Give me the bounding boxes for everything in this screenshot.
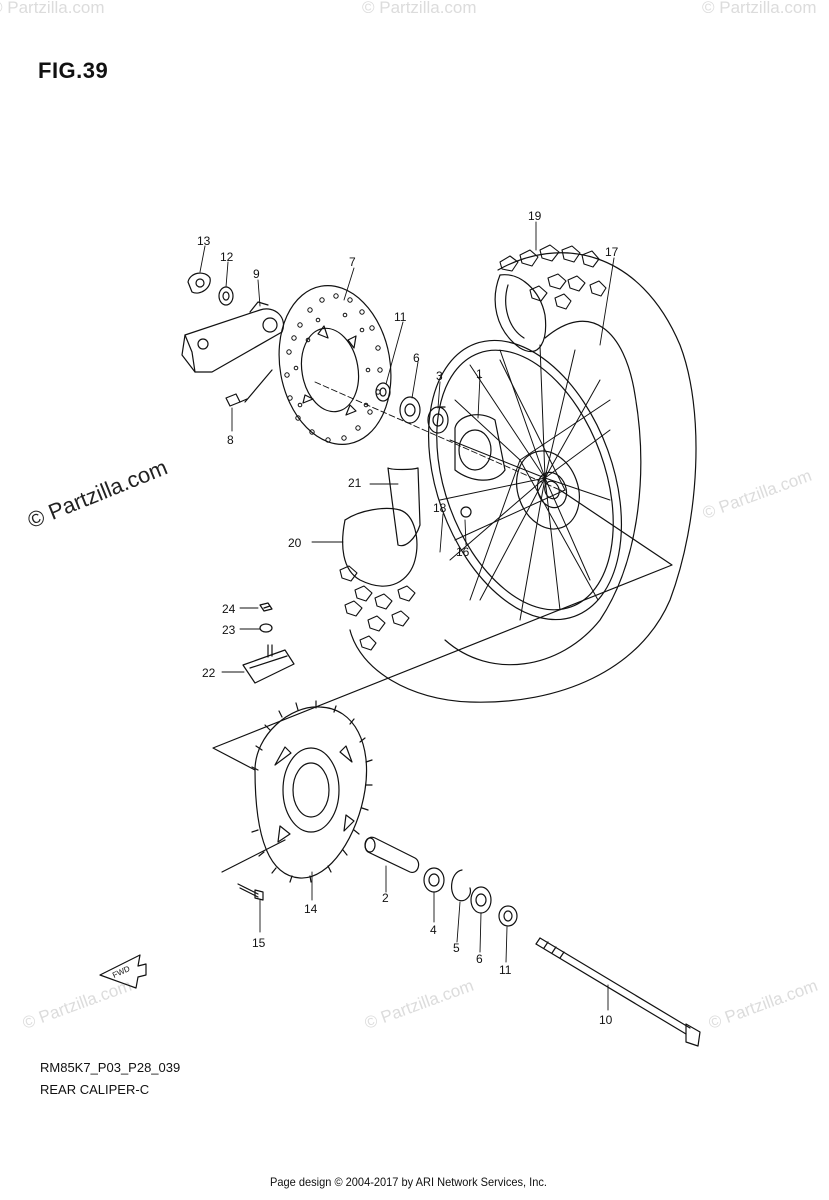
- callout-10: 10: [599, 1013, 613, 1027]
- tire-section-bottom: [342, 509, 418, 587]
- callout-15: 15: [252, 936, 266, 950]
- sprocket-leader-lines: [212, 489, 673, 771]
- watermark-top-right: © Partzilla.com: [702, 0, 817, 17]
- watermark-top-left: © Partzilla.com: [0, 0, 105, 17]
- part-11-collar-upper: [375, 382, 391, 402]
- callout-5: 5: [453, 941, 460, 955]
- callout-6-lower: 6: [476, 952, 483, 966]
- part-5-circlip: [451, 869, 471, 902]
- part-1-hub-cover: [454, 414, 506, 481]
- callout-16: 16: [456, 545, 470, 559]
- callout-2: 2: [382, 891, 389, 905]
- callout-9: 9: [253, 267, 260, 281]
- callout-20: 20: [288, 536, 302, 550]
- part-16-nipple: [460, 506, 472, 518]
- callout-1: 1: [476, 367, 483, 381]
- part-12-washer: [218, 286, 234, 306]
- callout-22: 22: [202, 666, 216, 680]
- hub-center: [536, 471, 568, 509]
- fwd-label: FWD: [111, 964, 132, 980]
- part-7-brake-disc: [278, 285, 392, 445]
- part-24-valve-nut: [259, 602, 273, 612]
- callout-21: 21: [348, 476, 362, 490]
- leader-lines: [199, 221, 615, 1011]
- hub-flange: [516, 450, 580, 530]
- callout-11-lower: 11: [499, 963, 512, 977]
- callout-6-upper: 6: [413, 351, 420, 365]
- wheel-assembly: [339, 244, 697, 703]
- tread-bottom: [339, 565, 416, 651]
- part-15-bolt: [237, 883, 264, 901]
- callout-23: 23: [222, 623, 236, 637]
- callout-4: 4: [430, 923, 437, 937]
- tire-outline: [349, 252, 697, 703]
- part-22-rim-lock: [242, 644, 295, 684]
- callout-18: 18: [433, 501, 447, 515]
- callout-8: 8: [227, 433, 234, 447]
- tire-section-top: [494, 274, 547, 353]
- part-14-sprocket: [251, 700, 373, 883]
- callout-12: 12: [220, 250, 234, 264]
- watermark-top-mid: © Partzilla.com: [362, 0, 477, 17]
- part-8-bolt: [225, 393, 248, 407]
- part-13-nut: [187, 272, 211, 294]
- spokes: [439, 344, 611, 621]
- part-23-valve-washer: [259, 623, 273, 633]
- callout-3: 3: [436, 369, 443, 383]
- callout-7: 7: [349, 255, 356, 269]
- callout-14: 14: [304, 902, 318, 916]
- fig-title: FIG.39: [38, 58, 109, 83]
- tire-inner-edge: [444, 320, 642, 666]
- axle-centerline: [314, 381, 561, 491]
- section-name: REAR CALIPER-C: [40, 1082, 150, 1097]
- part-6-bearing-lower: [470, 886, 492, 914]
- part-21-rim-band: [387, 467, 421, 547]
- model-code: RM85K7_P03_P28_039: [40, 1060, 181, 1075]
- callout-17: 17: [605, 245, 619, 259]
- part-6-bearing-upper: [399, 396, 421, 424]
- callout-24: 24: [222, 602, 236, 616]
- fwd-arrow-icon: [99, 954, 147, 989]
- rim-inner: [436, 349, 614, 611]
- part-4-bearing: [423, 867, 445, 893]
- rim: [427, 339, 623, 621]
- callout-11-upper: 11: [394, 310, 407, 324]
- tread-top: [499, 244, 607, 310]
- part-11-collar-lower: [498, 905, 518, 927]
- callout-13: 13: [197, 234, 211, 248]
- part-10-axle: [535, 937, 701, 1047]
- copyright-notice: Page design © 2004-2017 by ARI Network S…: [270, 1175, 547, 1189]
- part-9-caliper-bracket: [181, 301, 284, 373]
- part-2-spacer: [364, 836, 420, 874]
- callout-19: 19: [528, 209, 542, 223]
